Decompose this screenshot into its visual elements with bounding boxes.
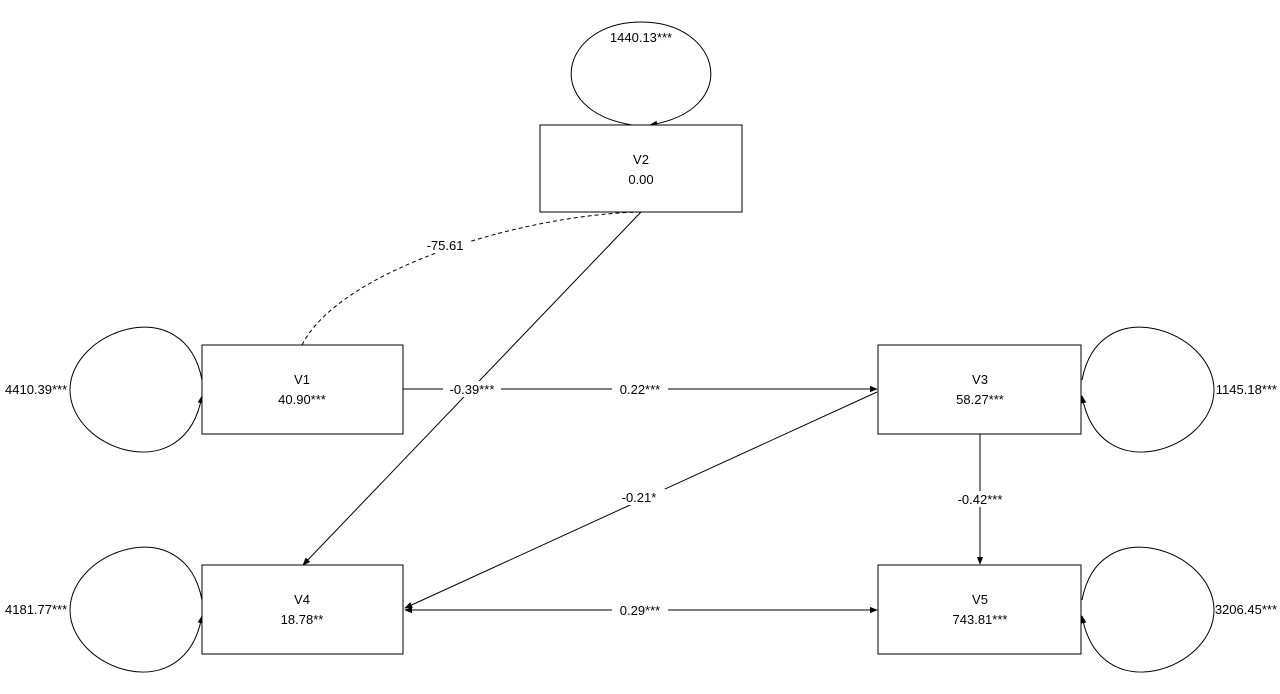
node-v3[interactable]: V3 58.27*** <box>877 344 1082 435</box>
covariance-v1-v2 <box>301 211 641 346</box>
node-v1[interactable]: V1 40.90*** <box>201 344 404 435</box>
label-covariance-v1-v2: -75.61 <box>427 238 464 253</box>
node-v1-name: V1 <box>294 372 310 387</box>
node-v5-value: 743.81*** <box>953 612 1008 627</box>
node-v2-name: V2 <box>633 152 649 167</box>
node-v3-name: V3 <box>972 372 988 387</box>
variance-label-v1: 4410.39*** <box>5 382 67 397</box>
node-v4-name: V4 <box>294 592 310 607</box>
node-v4[interactable]: V4 18.78** <box>201 564 404 655</box>
node-v1-value: 40.90*** <box>278 392 326 407</box>
node-v2[interactable]: V2 0.00 <box>539 124 743 213</box>
node-v4-value: 18.78** <box>281 612 324 627</box>
node-v5-name: V5 <box>972 592 988 607</box>
variance-label-v2: 1440.13*** <box>610 30 672 45</box>
label-path-v2-v4: -0.39*** <box>450 382 495 397</box>
variance-label-v3: 1145.18*** <box>1216 382 1277 397</box>
variance-loop-v1 <box>69 326 204 453</box>
variance-loop-v5 <box>1080 546 1215 673</box>
label-path-v3-v5: -0.42*** <box>958 492 1003 507</box>
label-path-v3-v4: -0.21* <box>622 490 657 505</box>
node-v5[interactable]: V5 743.81*** <box>877 564 1082 655</box>
label-path-v4-v5: 0.29*** <box>620 603 660 618</box>
node-v3-value: 58.27*** <box>956 392 1004 407</box>
variance-loop-v3 <box>1080 326 1215 453</box>
label-path-v1-v3: 0.22*** <box>620 382 660 397</box>
variance-loop-v4 <box>69 546 204 673</box>
variance-loop-v2 <box>570 21 712 127</box>
variance-label-v5: 3206.45*** <box>1215 602 1277 617</box>
variance-label-v4: 4181.77*** <box>5 602 67 617</box>
node-v2-value: 0.00 <box>628 172 653 187</box>
